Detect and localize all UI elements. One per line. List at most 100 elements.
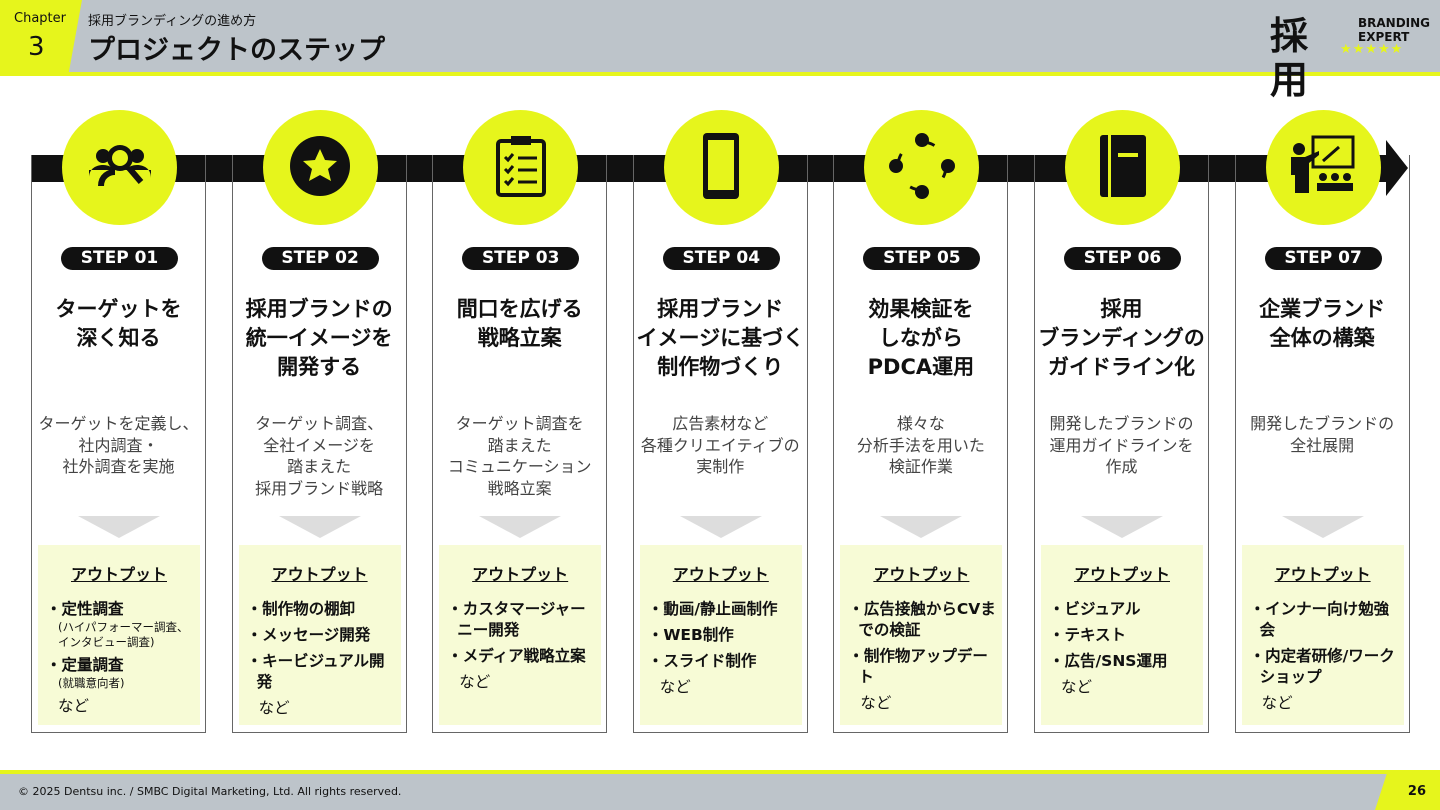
step-description: 広告素材など各種クリエイティブの実制作 (634, 413, 807, 478)
output-item: ・メディア戦略立案 (447, 647, 586, 665)
output-item-note: (ハイパフォーマー調査、インタビュー調査) (58, 620, 189, 649)
chevron-down-icon (1081, 516, 1163, 538)
page-number: 26 (1375, 774, 1440, 810)
notebook-icon (1098, 133, 1148, 203)
step-icon-circle (463, 110, 579, 225)
step-title: 間口を広げる戦略立案 (433, 295, 606, 353)
page-title: プロジェクトのステップ (88, 35, 385, 66)
section-subtitle: 採用ブランディングの進め方 (88, 14, 257, 29)
step-desc-line: 運用ガイドラインを (1049, 435, 1194, 455)
output-item: ・制作物の棚卸 (246, 600, 356, 618)
step-title: 企業ブランド全体の構築 (1236, 295, 1409, 353)
step-label: STEP 01 (61, 247, 178, 270)
output-etc: など (258, 699, 290, 717)
chevron-down-icon (1281, 516, 1364, 538)
output-item-text: 動画/静止画制作 (663, 600, 778, 618)
output-box: アウトプット ・定性調査(ハイパフォーマー調査、インタビュー調査)・定量調査(就… (38, 545, 200, 725)
output-box: アウトプット ・広告接触からCVまでの検証・制作物アップデート など (840, 545, 1003, 725)
step-desc-line: ターゲット調査を (455, 414, 584, 433)
logo-stars: ★★★★★ (1340, 42, 1404, 57)
step-description: 開発したブランドの全社展開 (1236, 413, 1409, 456)
chapter-number: 3 (28, 32, 45, 62)
step-title-line: 制作物づくり (657, 355, 784, 379)
output-item-text: WEB制作 (663, 626, 734, 644)
step-label: STEP 05 (863, 247, 981, 270)
step-desc-line: 踏まえた (487, 435, 552, 455)
step-description: 様々な分析手法を用いた検証作業 (834, 413, 1007, 478)
step-desc-line: 全社イメージを (263, 435, 375, 455)
chapter-badge: Chapter 3 (0, 0, 82, 72)
arrowhead-icon (1386, 140, 1408, 196)
step-desc-line: 戦略立案 (487, 478, 552, 498)
step-label: STEP 07 (1264, 247, 1382, 270)
header-bar (0, 0, 1440, 72)
output-box: アウトプット ・動画/静止画制作・WEB制作・スライド制作 など (639, 545, 802, 725)
chevron-down-icon (479, 516, 562, 538)
output-item-text: スライド制作 (663, 652, 757, 670)
step-description: 開発したブランドの運用ガイドラインを作成 (1035, 413, 1208, 478)
step-icon-circle (1065, 110, 1180, 225)
chevron-down-icon (880, 516, 963, 538)
step-desc-line: 実制作 (696, 457, 745, 476)
logo-line2: EXPERT (1358, 30, 1410, 44)
output-heading: アウトプット (70, 565, 167, 584)
output-box: アウトプット ・ビジュアル・テキスト・広告/SNS運用 など (1041, 545, 1203, 725)
output-item: ・WEB制作 (647, 626, 734, 644)
output-item: ・スライド制作 (647, 652, 757, 670)
step-title: 採用ブランディングのガイドライン化 (1035, 295, 1208, 382)
step-card: STEP 01 ターゲットを深く知る ターゲットを定義し、社内調査・社外調査を実… (31, 110, 206, 733)
step-title-line: 採用ブランド (657, 297, 784, 321)
step-desc-line: ターゲット調査、 (255, 414, 384, 433)
clipboard-checklist-icon (495, 135, 547, 201)
output-item-note: (就職意向者) (58, 676, 125, 690)
step-label: STEP 03 (462, 247, 580, 270)
output-item: ・定性調査(ハイパフォーマー調査、インタビュー調査) (44, 599, 194, 650)
step-desc-line: 全社展開 (1290, 435, 1355, 455)
step-icon-circle (663, 110, 779, 225)
cycle-icon (887, 131, 957, 205)
header-divider (0, 72, 1440, 76)
output-heading: アウトプット (873, 565, 970, 584)
step-title-line: イメージに基づく (636, 326, 805, 350)
step-icon-circle (62, 110, 177, 225)
chapter-label: Chapter (14, 11, 66, 26)
output-etc: など (1261, 694, 1293, 712)
step-card: STEP 06 採用ブランディングのガイドライン化 開発したブランドの運用ガイド… (1034, 110, 1209, 733)
step-desc-line: 様々な (896, 414, 945, 433)
output-heading: アウトプット (672, 565, 769, 584)
step-desc-line: 採用ブランド戦略 (255, 478, 384, 498)
step-title-line: 統一イメージを (245, 326, 393, 350)
output-heading: アウトプット (472, 565, 569, 584)
step-desc-line: 踏まえた (287, 457, 352, 476)
step-desc-line: 広告素材など (672, 414, 769, 433)
output-item-text: カスタマージャーニー開発 (457, 600, 586, 639)
step-title-line: 間口を広げる (456, 297, 583, 321)
output-item-text: 制作物アップデート (858, 647, 988, 686)
output-item: ・メッセージ開発 (246, 626, 371, 644)
step-title-line: ガイドライン化 (1048, 355, 1195, 379)
logo-kanji: 採用 (1270, 14, 1311, 102)
step-card: STEP 07 企業ブランド全体の構築 開発したブランドの全社展開 アウトプット… (1234, 110, 1410, 733)
output-item-text: テキスト (1064, 626, 1127, 644)
step-label: STEP 06 (1064, 247, 1181, 270)
chevron-down-icon (278, 516, 361, 538)
output-heading: アウトプット (1274, 565, 1371, 584)
output-item-text: 制作物の棚卸 (262, 600, 356, 618)
output-item-text: メディア戦略立案 (462, 647, 586, 665)
step-title: 採用ブランドイメージに基づく制作物づくり (634, 295, 807, 382)
output-item-text: ビジュアル (1064, 600, 1141, 618)
output-item-text: 定性調査 (61, 600, 124, 618)
step-desc-line: 社外調査を実施 (62, 457, 175, 476)
output-item-text: 広告接触からCVまでの検証 (858, 600, 996, 639)
step-title-line: ターゲットを (55, 297, 182, 321)
output-etc: など (459, 673, 491, 691)
output-item-text: 内定者研修/ワークショップ (1259, 647, 1395, 686)
step-desc-line: コミュニケーション (447, 457, 592, 476)
step-desc-line: 社内調査・ (78, 435, 159, 455)
footer-bar (0, 770, 1440, 810)
chevron-down-icon (78, 516, 160, 538)
step-title-line: 全体の構築 (1269, 326, 1375, 350)
step-label: STEP 04 (662, 247, 780, 270)
output-item: ・動画/静止画制作 (647, 600, 778, 618)
